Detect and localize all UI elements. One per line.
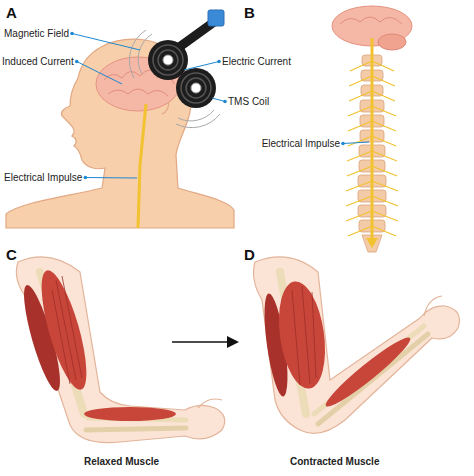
forearm-muscle [84, 407, 176, 421]
arm-skin [16, 257, 224, 443]
coil-winding [158, 50, 178, 70]
radius [314, 326, 424, 414]
callout-label: Induced Current [2, 56, 74, 67]
muscle-fibres [292, 286, 316, 385]
coil-connector [208, 10, 224, 26]
thumb [424, 296, 442, 316]
muscle-fibres [52, 276, 82, 384]
arm-skin [254, 257, 460, 433]
leader-dot [217, 60, 221, 64]
callout-label: Electrical Impulse [262, 138, 340, 149]
panel-letter: C [6, 246, 17, 263]
spine-figure [332, 6, 412, 252]
cerebellum [378, 34, 406, 50]
contracted-arm [254, 257, 460, 433]
leader-line [72, 34, 140, 51]
leader-line [184, 62, 219, 71]
spinal-cord [138, 104, 146, 228]
callout-label: TMS Coil [228, 96, 269, 107]
magnetic-field [129, 30, 220, 128]
panel-letter: D [244, 246, 255, 263]
forearm-muscle [321, 332, 415, 412]
coil-winding [186, 78, 206, 98]
leader-dot [70, 32, 74, 36]
biceps [273, 278, 332, 391]
field-arc [176, 114, 220, 128]
leader-line [85, 177, 137, 179]
head-figure [6, 39, 234, 228]
biceps [32, 266, 95, 393]
leader-dot [84, 176, 88, 180]
coil-center [163, 55, 173, 65]
transition-arrow [172, 341, 236, 343]
figure-label: Relaxed Muscle [84, 456, 159, 467]
tms-coil [148, 10, 224, 108]
leader-dot [223, 100, 227, 104]
callout-label: Magnetic Field [4, 28, 69, 39]
callout-label: Electric Current [222, 56, 291, 67]
ulna [86, 428, 186, 430]
coil-winding [181, 73, 211, 103]
head-silhouette [6, 39, 234, 228]
leader-line [77, 62, 122, 85]
coil-center [191, 83, 201, 93]
leader-dot [341, 142, 345, 146]
leader-line [212, 98, 225, 102]
figure-label: Contracted Muscle [290, 456, 379, 467]
callout-label: Electrical Impulse [4, 172, 82, 183]
spinal-cord [371, 38, 374, 240]
ulna [318, 334, 428, 424]
brain-gyri [340, 17, 402, 24]
panel-letter: B [244, 4, 255, 21]
coil-wing [176, 68, 216, 108]
relaxed-arm [16, 257, 224, 443]
thumb [198, 399, 222, 408]
field-arc [129, 30, 146, 78]
impulse-arrowhead [366, 238, 378, 248]
leader-line [343, 142, 369, 144]
coil-winding [153, 45, 183, 75]
panel-letter: A [6, 4, 17, 21]
field-arc [178, 110, 214, 121]
leader-dot [75, 60, 79, 64]
